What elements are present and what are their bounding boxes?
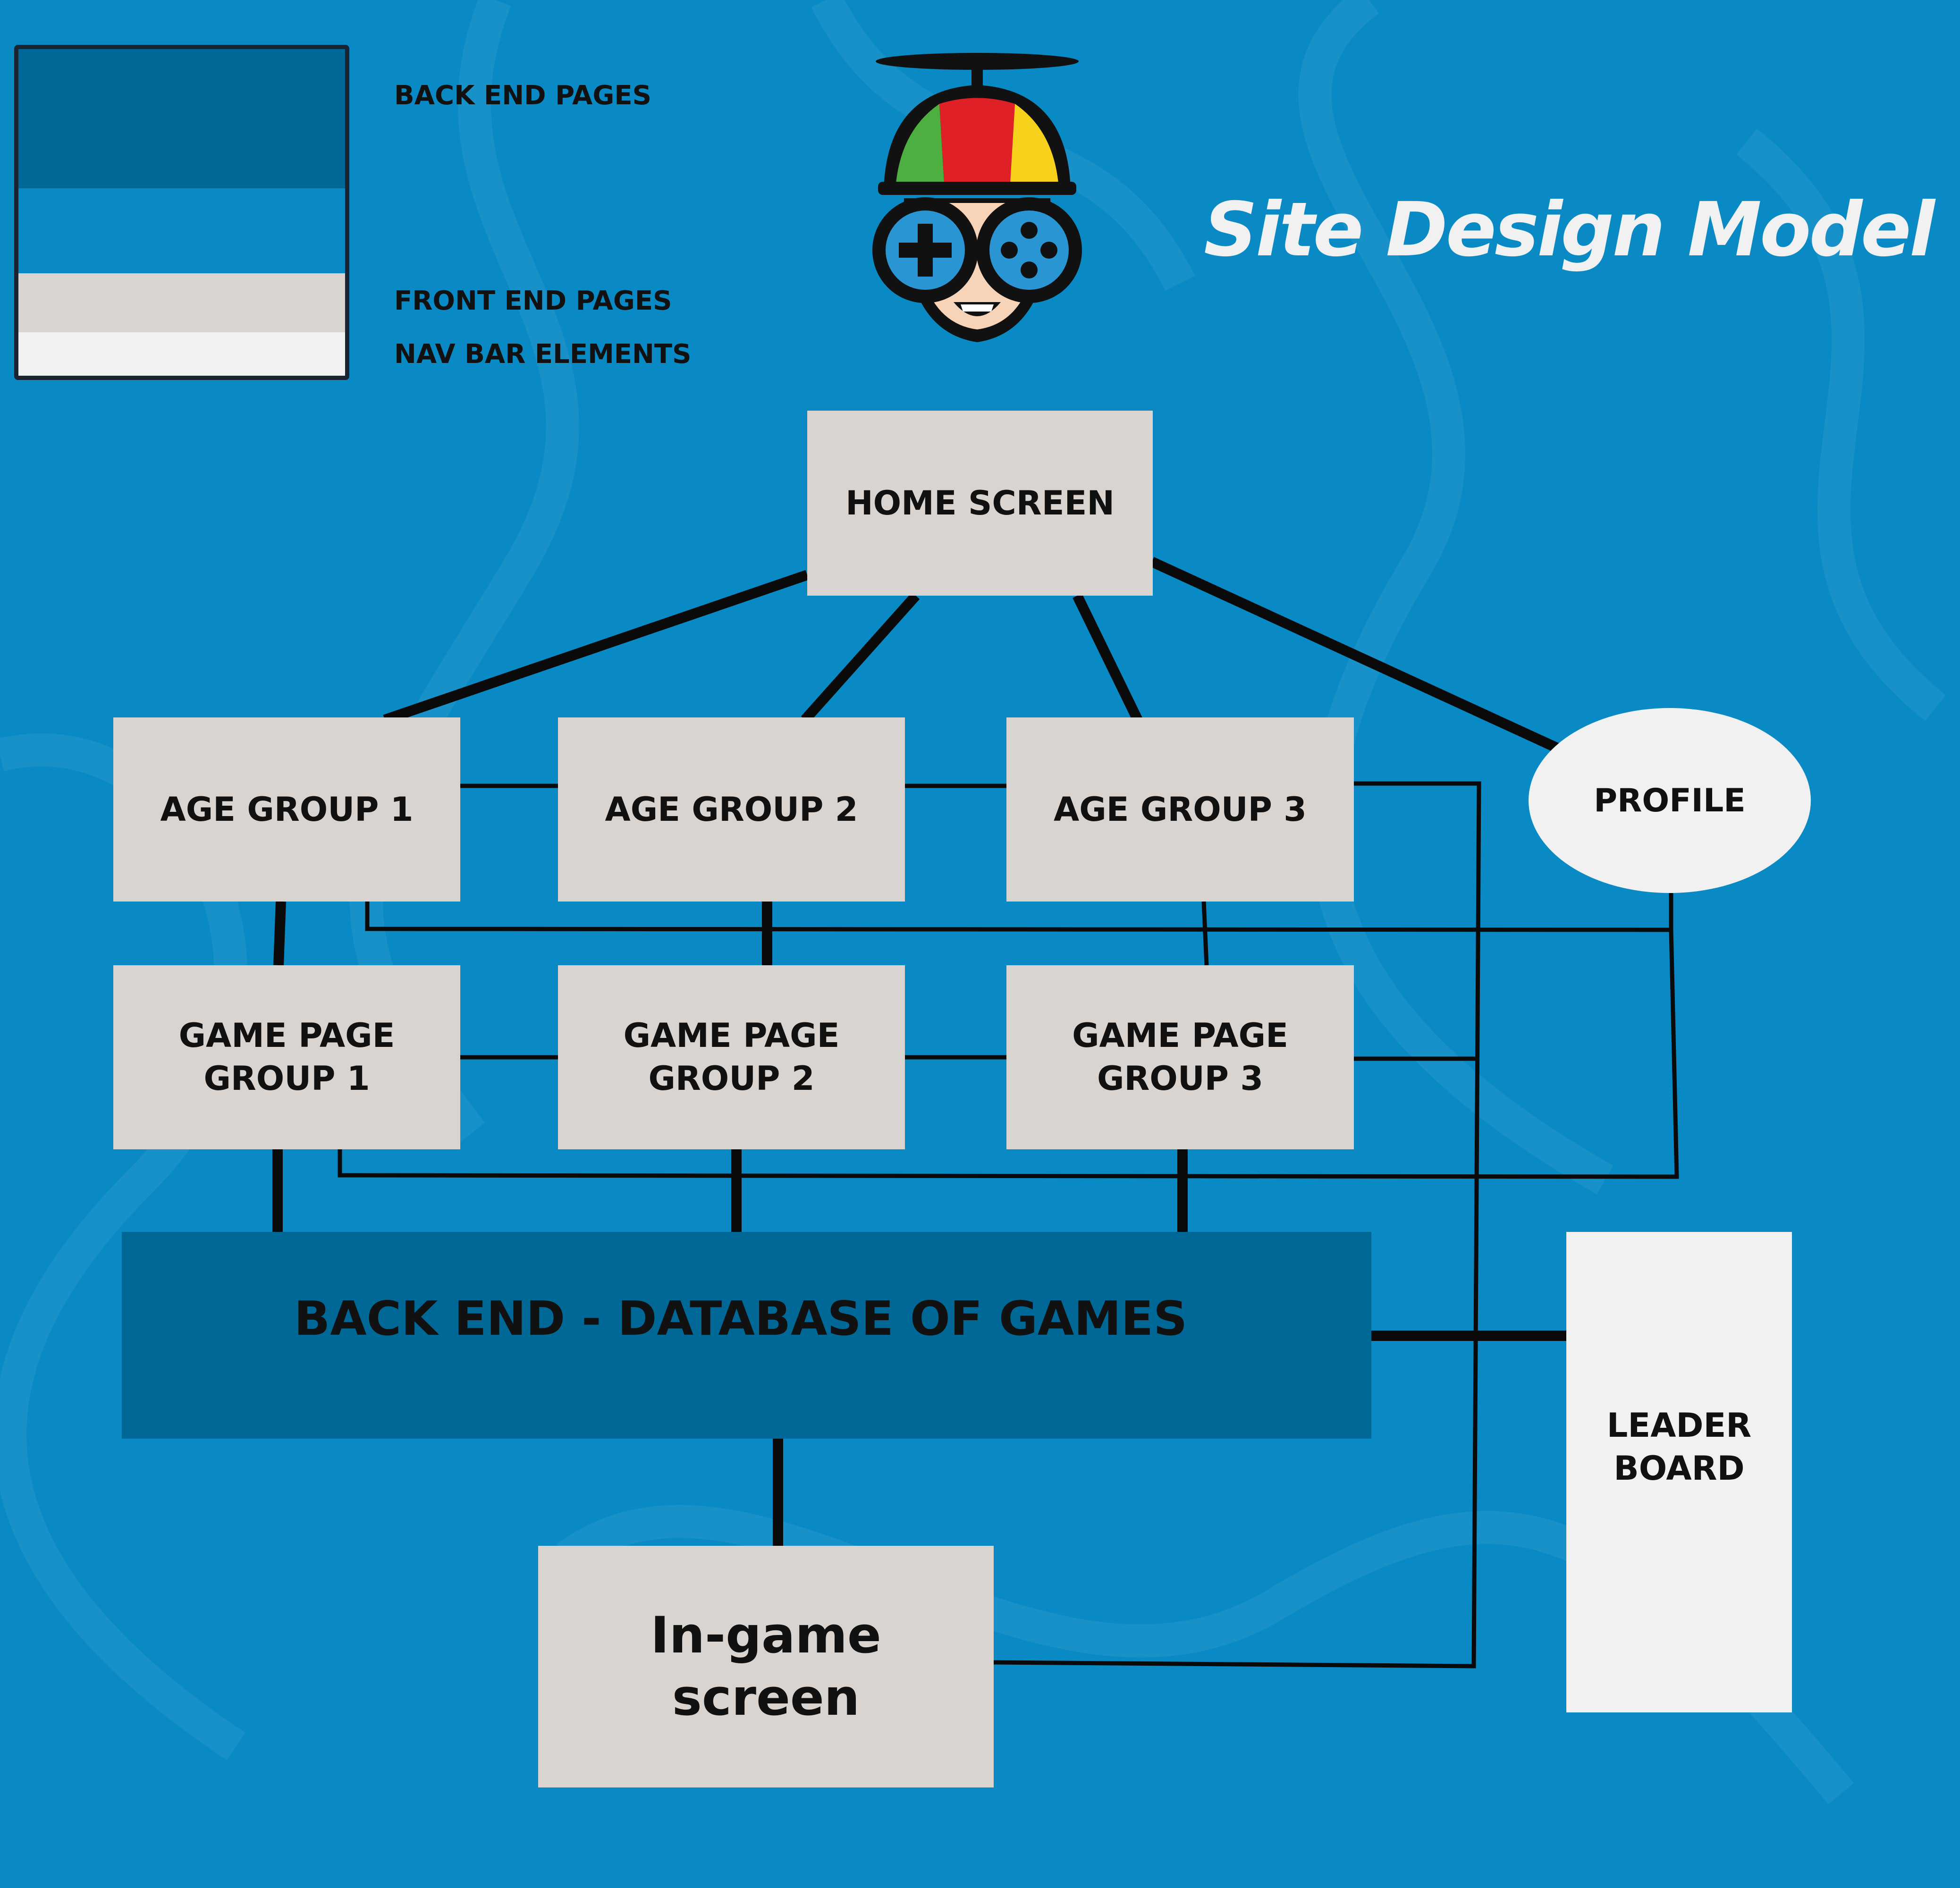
connector-home-age2 (801, 592, 920, 724)
connector-age3-leaderboard-bus (993, 781, 1481, 1669)
connector-game-row-profile (338, 929, 1679, 1179)
node-game-page-group-1[interactable]: GAME PAGE GROUP 1 (113, 965, 460, 1149)
node-profile[interactable]: PROFILE (1529, 708, 1811, 893)
diagram-title: Site Design Model (1204, 186, 1935, 273)
node-leaderboard-label: LEADER BOARD (1606, 1406, 1752, 1488)
node-in-game-screen[interactable]: In-game screen (538, 1546, 994, 1787)
node-home-screen[interactable]: HOME SCREEN (807, 411, 1153, 596)
node-game-page-group-3[interactable]: GAME PAGE GROUP 3 (1006, 965, 1354, 1149)
node-age-group-2[interactable]: AGE GROUP 2 (558, 717, 905, 902)
legend-swatch-background (18, 188, 345, 273)
connector-home-age1 (383, 570, 809, 725)
node-leaderboard[interactable]: LEADER BOARD (1566, 1232, 1792, 1712)
legend-label-nav-bar: NAV BAR ELEMENTS (394, 339, 692, 370)
legend-label-front-end: FRONT END PAGES (394, 286, 672, 316)
legend-swatch-back-end (18, 49, 345, 188)
legend-color-key (14, 45, 349, 380)
connector-home-profile (1149, 557, 1565, 755)
connector-home-age3 (1073, 593, 1142, 722)
legend-swatch-front-end (18, 273, 345, 332)
legend-swatch-nav-bar (18, 332, 345, 376)
node-in-game-screen-label: In-game screen (651, 1606, 881, 1727)
propeller-cap-gamer-icon (872, 53, 1082, 342)
node-age-group-1-label: AGE GROUP 1 (160, 790, 414, 829)
node-age-group-3[interactable]: AGE GROUP 3 (1006, 717, 1354, 902)
node-back-end-database-label: BACK END - DATABASE OF GAMES (294, 1291, 1188, 1346)
node-age-group-2-label: AGE GROUP 2 (605, 790, 858, 829)
connector-age-row-profile (365, 893, 1673, 932)
node-age-group-1[interactable]: AGE GROUP 1 (113, 717, 460, 902)
node-game-page-group-2-label: GAME PAGE GROUP 2 (623, 1016, 840, 1098)
node-back-end-database[interactable]: BACK END - DATABASE OF GAMES (122, 1232, 1371, 1439)
connector-age3-game3 (1201, 901, 1209, 966)
connector-age1-game1 (273, 901, 286, 966)
node-age-group-3-label: AGE GROUP 3 (1054, 790, 1307, 829)
node-game-page-group-1-label: GAME PAGE GROUP 1 (178, 1016, 395, 1098)
legend-label-back-end: BACK END PAGES (394, 80, 651, 111)
node-home-screen-label: HOME SCREEN (845, 484, 1115, 523)
node-game-page-group-3-label: GAME PAGE GROUP 3 (1072, 1016, 1288, 1098)
node-game-page-group-2[interactable]: GAME PAGE GROUP 2 (558, 965, 905, 1149)
node-profile-label: PROFILE (1594, 782, 1746, 819)
